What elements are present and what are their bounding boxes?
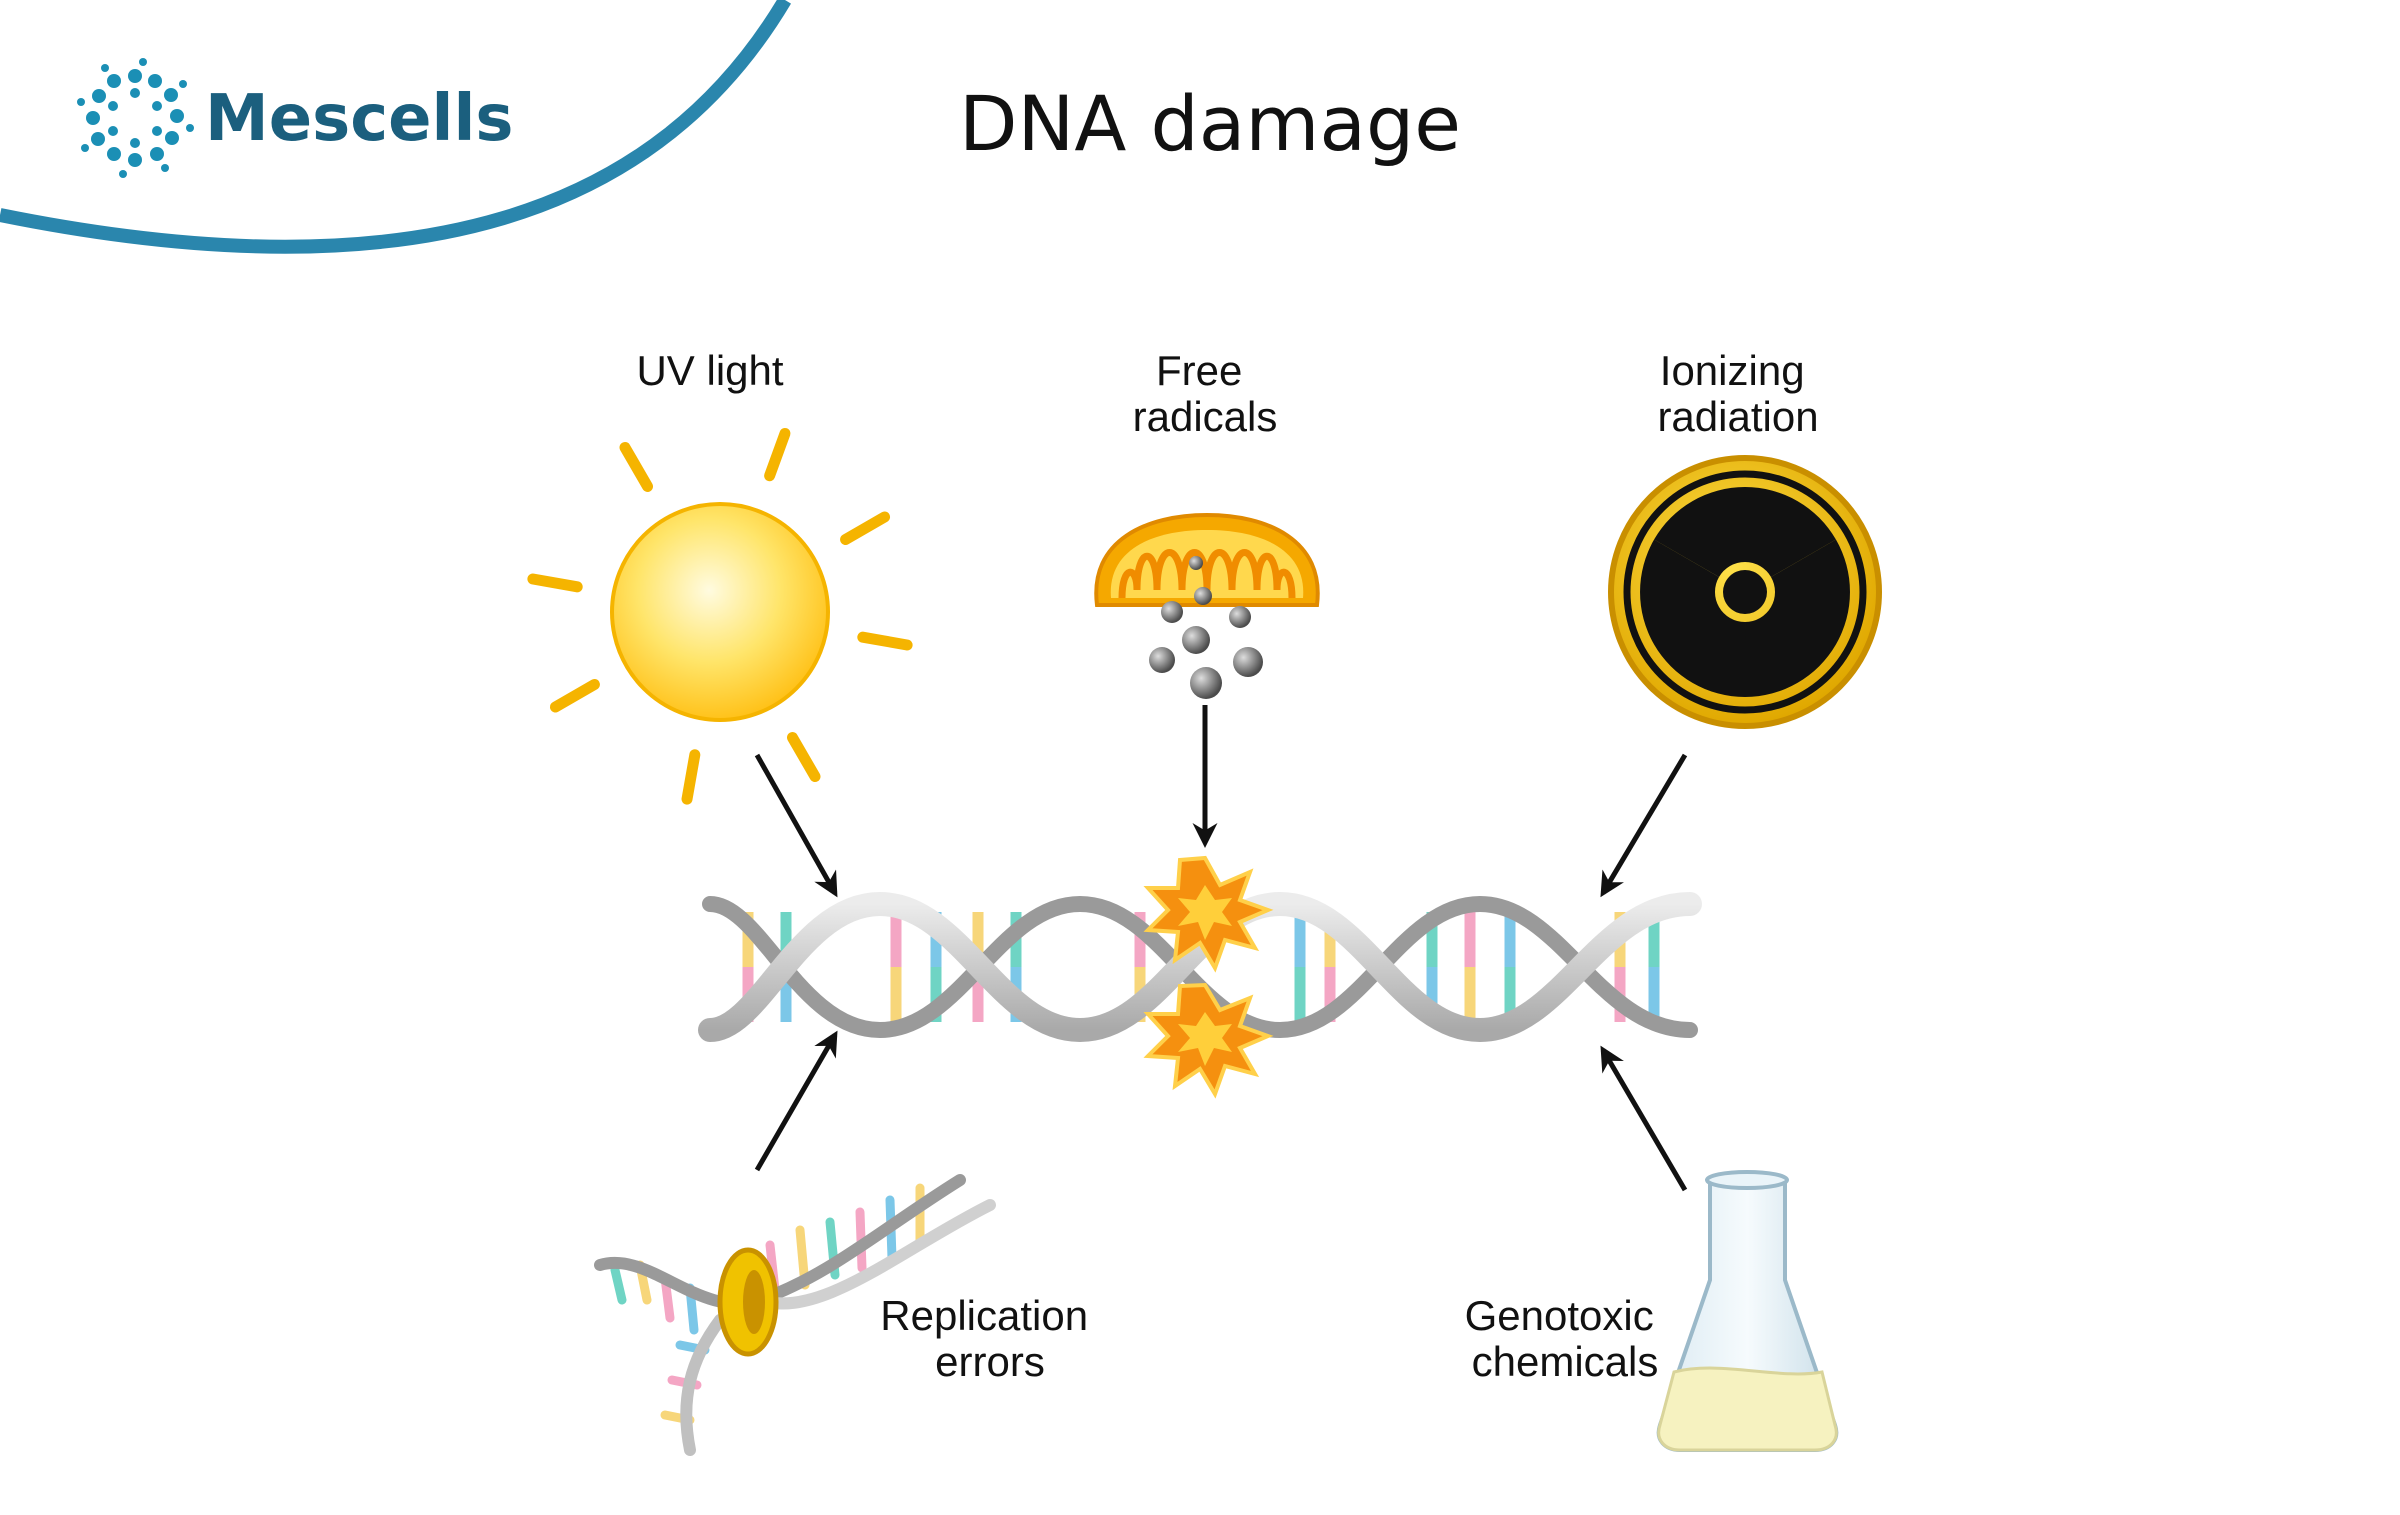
source-genotoxic-chemicals: Genotoxic chemicals bbox=[1465, 1170, 1839, 1452]
mitochondrion-icon bbox=[1094, 512, 1320, 607]
source-ionizing-radiation: Ionizing radiation bbox=[1608, 347, 1882, 729]
arrows bbox=[754, 705, 1688, 1192]
ionizing-radiation-label: Ionizing radiation bbox=[1657, 347, 1818, 440]
sun-icon bbox=[527, 427, 913, 805]
explosion-burst-icon bbox=[1143, 982, 1274, 1099]
mescells-logo-icon bbox=[77, 58, 194, 178]
uv-light-label: UV light bbox=[636, 347, 783, 394]
genotoxic-chemicals-label: Genotoxic chemicals bbox=[1465, 1292, 1666, 1385]
arrow-chemicals-to-dna bbox=[1600, 1045, 1688, 1192]
source-replication-errors: Replication errors bbox=[594, 1174, 1099, 1456]
replication-errors-label: Replication errors bbox=[880, 1292, 1099, 1385]
page-title: DNA damage bbox=[959, 79, 1461, 168]
banner-curve bbox=[0, 0, 792, 254]
free-radical-particles bbox=[1149, 556, 1263, 699]
replication-fork-icon bbox=[594, 1174, 996, 1456]
brand-name: Mescells bbox=[205, 82, 514, 156]
arrow-radiation-to-dna bbox=[1600, 753, 1688, 898]
dna-helix-icon bbox=[698, 855, 1702, 1099]
free-radicals-label: Free radicals bbox=[1133, 347, 1278, 440]
dna-strand-front bbox=[698, 891, 1702, 1043]
header-banner bbox=[0, 0, 792, 254]
arrow-replication-to-dna bbox=[754, 1030, 838, 1172]
brand-logo: Mescells bbox=[77, 58, 514, 178]
explosion-burst-icon bbox=[1143, 855, 1274, 973]
source-free-radicals: Free radicals bbox=[1094, 347, 1320, 699]
source-uv-light: UV light bbox=[527, 347, 913, 805]
arrow-uv-to-dna bbox=[754, 753, 838, 898]
radiation-icon bbox=[1608, 455, 1882, 729]
flask-icon bbox=[1656, 1170, 1839, 1452]
